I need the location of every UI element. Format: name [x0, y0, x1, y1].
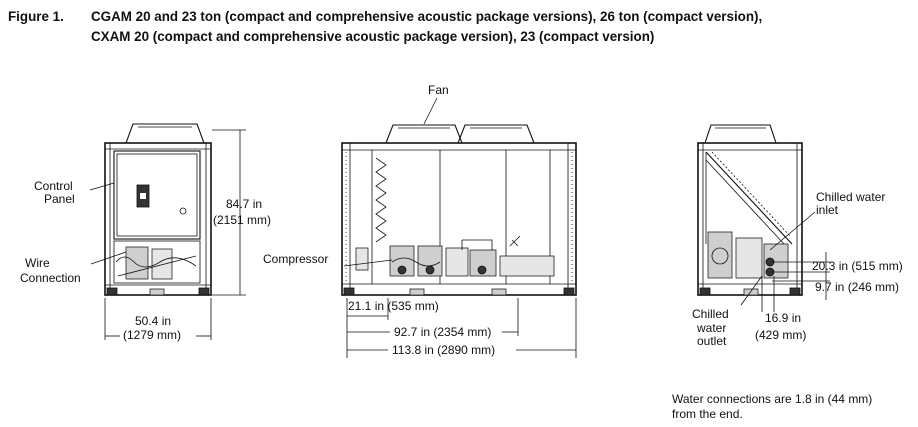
chilled-outlet-label-1: Chilled — [692, 307, 729, 321]
note-line-1: Water connections are 1.8 in (44 mm) — [672, 392, 873, 406]
caption-line-2: CXAM 20 (compact and comprehensive acous… — [91, 29, 655, 44]
dim-16-label-in: 16.9 in — [765, 311, 801, 325]
side-frame — [341, 142, 577, 296]
end-view — [697, 124, 830, 312]
control-panel-label-1: Control — [34, 179, 73, 193]
figure-number: Figure 1. — [8, 9, 64, 24]
control-panel-label-2: Panel — [44, 192, 75, 206]
chilled-outlet-label-3: outlet — [697, 334, 727, 348]
fan-label: Fan — [428, 83, 449, 97]
chilled-outlet-label-2: water — [696, 321, 726, 335]
water-connection-note: Water connections are 1.8 in (44 mm) fro… — [672, 392, 872, 422]
note-line-2: from the end. — [672, 407, 743, 421]
dim-20-label: 20.3 in (515 mm) — [812, 259, 903, 273]
wire-connection-label-1: Wire — [25, 256, 50, 270]
dim-9-label: 9.7 in (246 mm) — [815, 280, 899, 294]
heat-exchanger — [499, 255, 555, 277]
chilled-inlet-label-2: inlet — [816, 203, 839, 217]
front-width-dim-mm: (1279 mm) — [123, 328, 181, 342]
side-fan-hood-right — [457, 124, 535, 144]
dim-16-label-mm: (429 mm) — [755, 328, 806, 342]
dim-113-label: 113.8 in (2890 mm) — [392, 343, 495, 357]
front-view — [89, 123, 246, 340]
chilled-inlet-label-1: Chilled water — [816, 190, 885, 204]
front-height-dim-in: 84.7 in — [226, 197, 262, 211]
end-coil-diagonal — [705, 151, 793, 245]
caption-line-1: CGAM 20 and 23 ton (compact and comprehe… — [91, 9, 763, 24]
front-height-dim-mm: (2151 mm) — [213, 213, 271, 227]
wire-connection-label-2: Connection — [20, 271, 81, 285]
control-panel-box — [113, 150, 201, 240]
dim-21-label: 21.1 in (535 mm) — [348, 299, 439, 313]
compressor-label: Compressor — [263, 252, 328, 266]
front-fan-hood — [125, 123, 205, 144]
dim-92-label: 92.7 in (2354 mm) — [394, 325, 491, 339]
front-width-dim-in: 50.4 in — [135, 314, 171, 328]
side-fan-hood-left — [385, 124, 463, 144]
end-fan-hood — [704, 124, 777, 144]
side-view — [341, 97, 577, 358]
